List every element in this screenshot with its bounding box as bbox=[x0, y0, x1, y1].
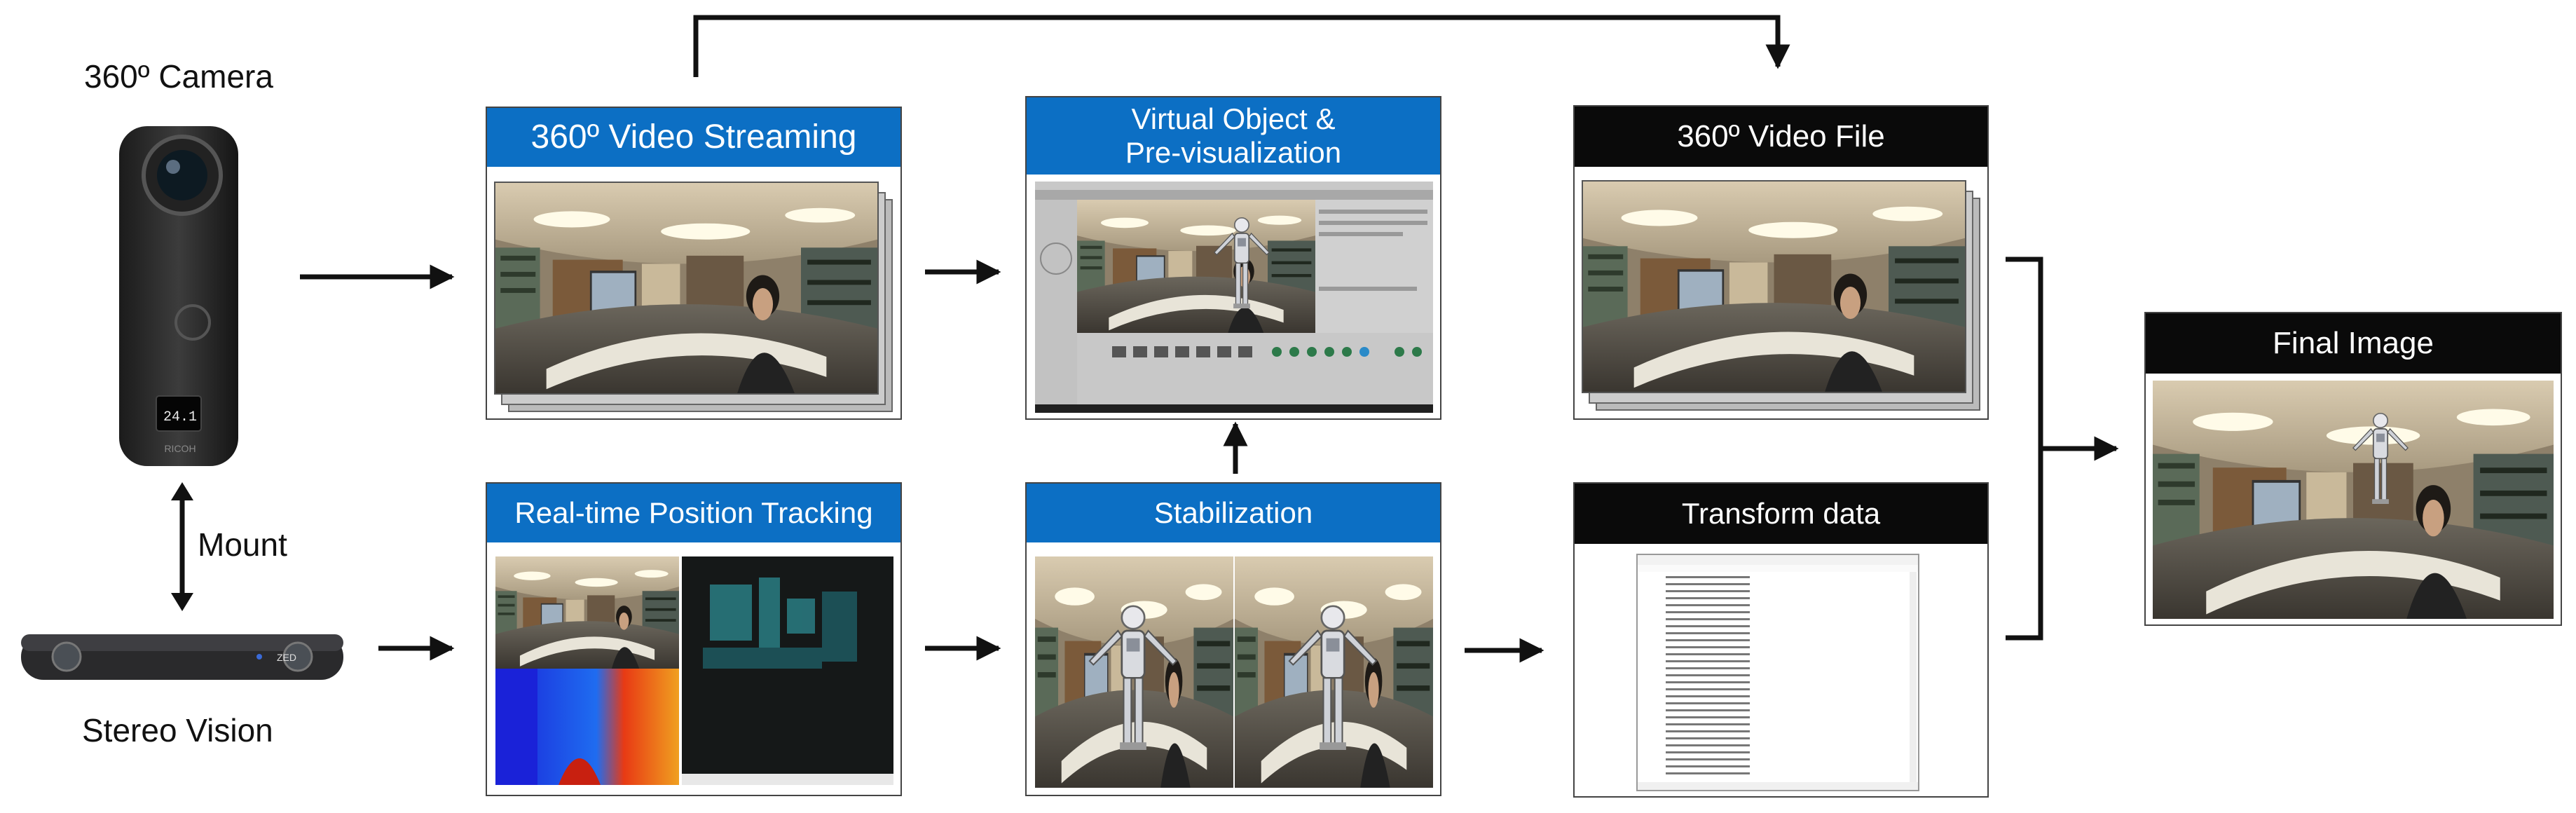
camera-brand-text: RICOH bbox=[164, 443, 196, 454]
streaming-title: 360º Video Streaming bbox=[487, 108, 900, 167]
video-file-frame bbox=[1582, 180, 1966, 393]
final-panel: Final Image bbox=[2144, 312, 2562, 626]
streaming-panel: 360º Video Streaming bbox=[486, 107, 902, 420]
virtual-title-line2: Pre-visualization bbox=[1125, 136, 1342, 169]
stabilization-title: Stabilization bbox=[1027, 484, 1440, 542]
unity-editor-screenshot bbox=[1035, 182, 1433, 413]
zed-brand-text: ZED bbox=[277, 652, 296, 663]
stabilization-panel: Stabilization bbox=[1025, 482, 1441, 796]
tracking-panel: Real-time Position Tracking bbox=[486, 482, 902, 796]
camera-screen-text: 24.1 bbox=[163, 409, 197, 425]
streaming-frame bbox=[494, 182, 879, 395]
tracking-title: Real-time Position Tracking bbox=[487, 484, 900, 542]
stab-right-view bbox=[1235, 556, 1433, 788]
stream-to-file-arrow bbox=[693, 15, 1790, 77]
video-file-title: 360º Video File bbox=[1575, 107, 1987, 167]
final-image-frame bbox=[2153, 381, 2554, 619]
stereo-label: Stereo Vision bbox=[82, 712, 273, 749]
camera-label: 360º Camera bbox=[84, 58, 273, 95]
transform-notepad-window bbox=[1636, 554, 1919, 791]
virtual-panel: Virtual Object & Pre-visualization bbox=[1025, 96, 1441, 420]
mount-label: Mount bbox=[198, 526, 287, 563]
transform-title: Transform data bbox=[1575, 484, 1987, 544]
video-file-panel: 360º Video File bbox=[1573, 105, 1989, 420]
stab-left-view bbox=[1035, 556, 1233, 788]
stereo-camera-device: ZED bbox=[18, 620, 347, 694]
tracking-pointcloud-view bbox=[682, 556, 893, 785]
tracking-rgb-view bbox=[495, 556, 679, 669]
tracking-depth-view bbox=[495, 669, 679, 785]
merge-bracket bbox=[2006, 257, 2043, 641]
final-title: Final Image bbox=[2146, 313, 2561, 374]
transform-panel: Transform data bbox=[1573, 482, 1989, 798]
virtual-title-line1: Virtual Object & bbox=[1131, 102, 1336, 135]
camera-device: 24.1 RICOH bbox=[116, 119, 242, 470]
